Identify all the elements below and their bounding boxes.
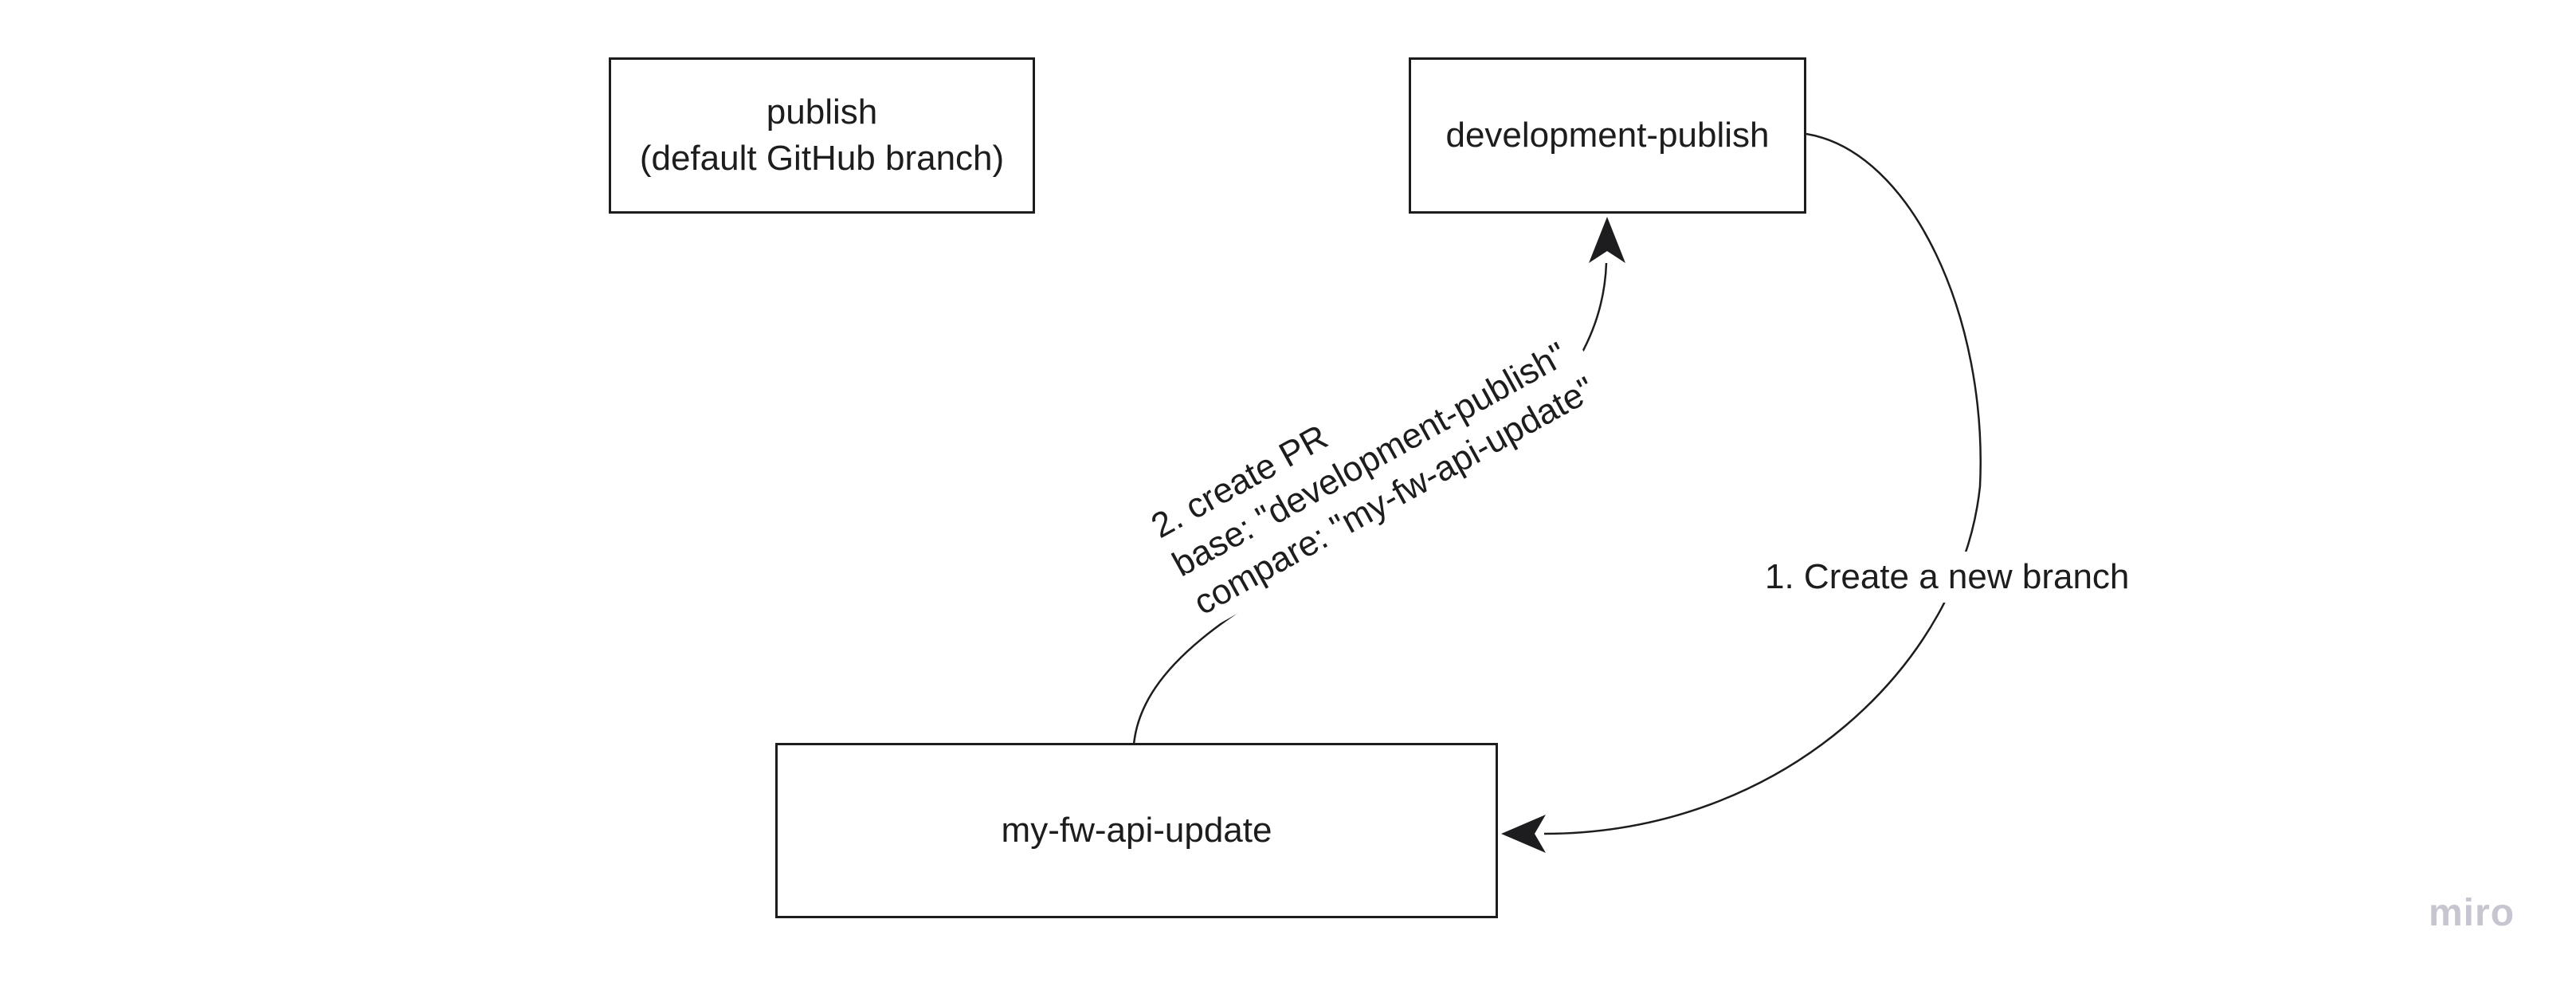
shape-publish-label-line1: publish	[766, 92, 878, 132]
connector-create-branch-line[interactable]	[1543, 132, 1982, 835]
shape-my-fw-api-update-branch[interactable]: my-fw-api-update	[775, 743, 1498, 918]
shape-development-publish-label: development-publish	[1445, 116, 1770, 155]
arrowhead-up-icon	[1589, 217, 1625, 263]
shape-publish-branch[interactable]: publish (default GitHub branch)	[609, 57, 1035, 214]
connector-label-create-branch[interactable]: 1. Create a new branch	[1752, 552, 2143, 603]
shape-publish-label-line2: (default GitHub branch)	[639, 139, 1005, 178]
shape-my-fw-api-update-label: my-fw-api-update	[1001, 811, 1272, 850]
connector-create-branch[interactable]	[1501, 132, 1982, 853]
shape-development-publish-branch[interactable]: development-publish	[1409, 57, 1806, 214]
arrowhead-left-icon	[1501, 815, 1546, 853]
miro-watermark: miro	[2429, 892, 2515, 934]
